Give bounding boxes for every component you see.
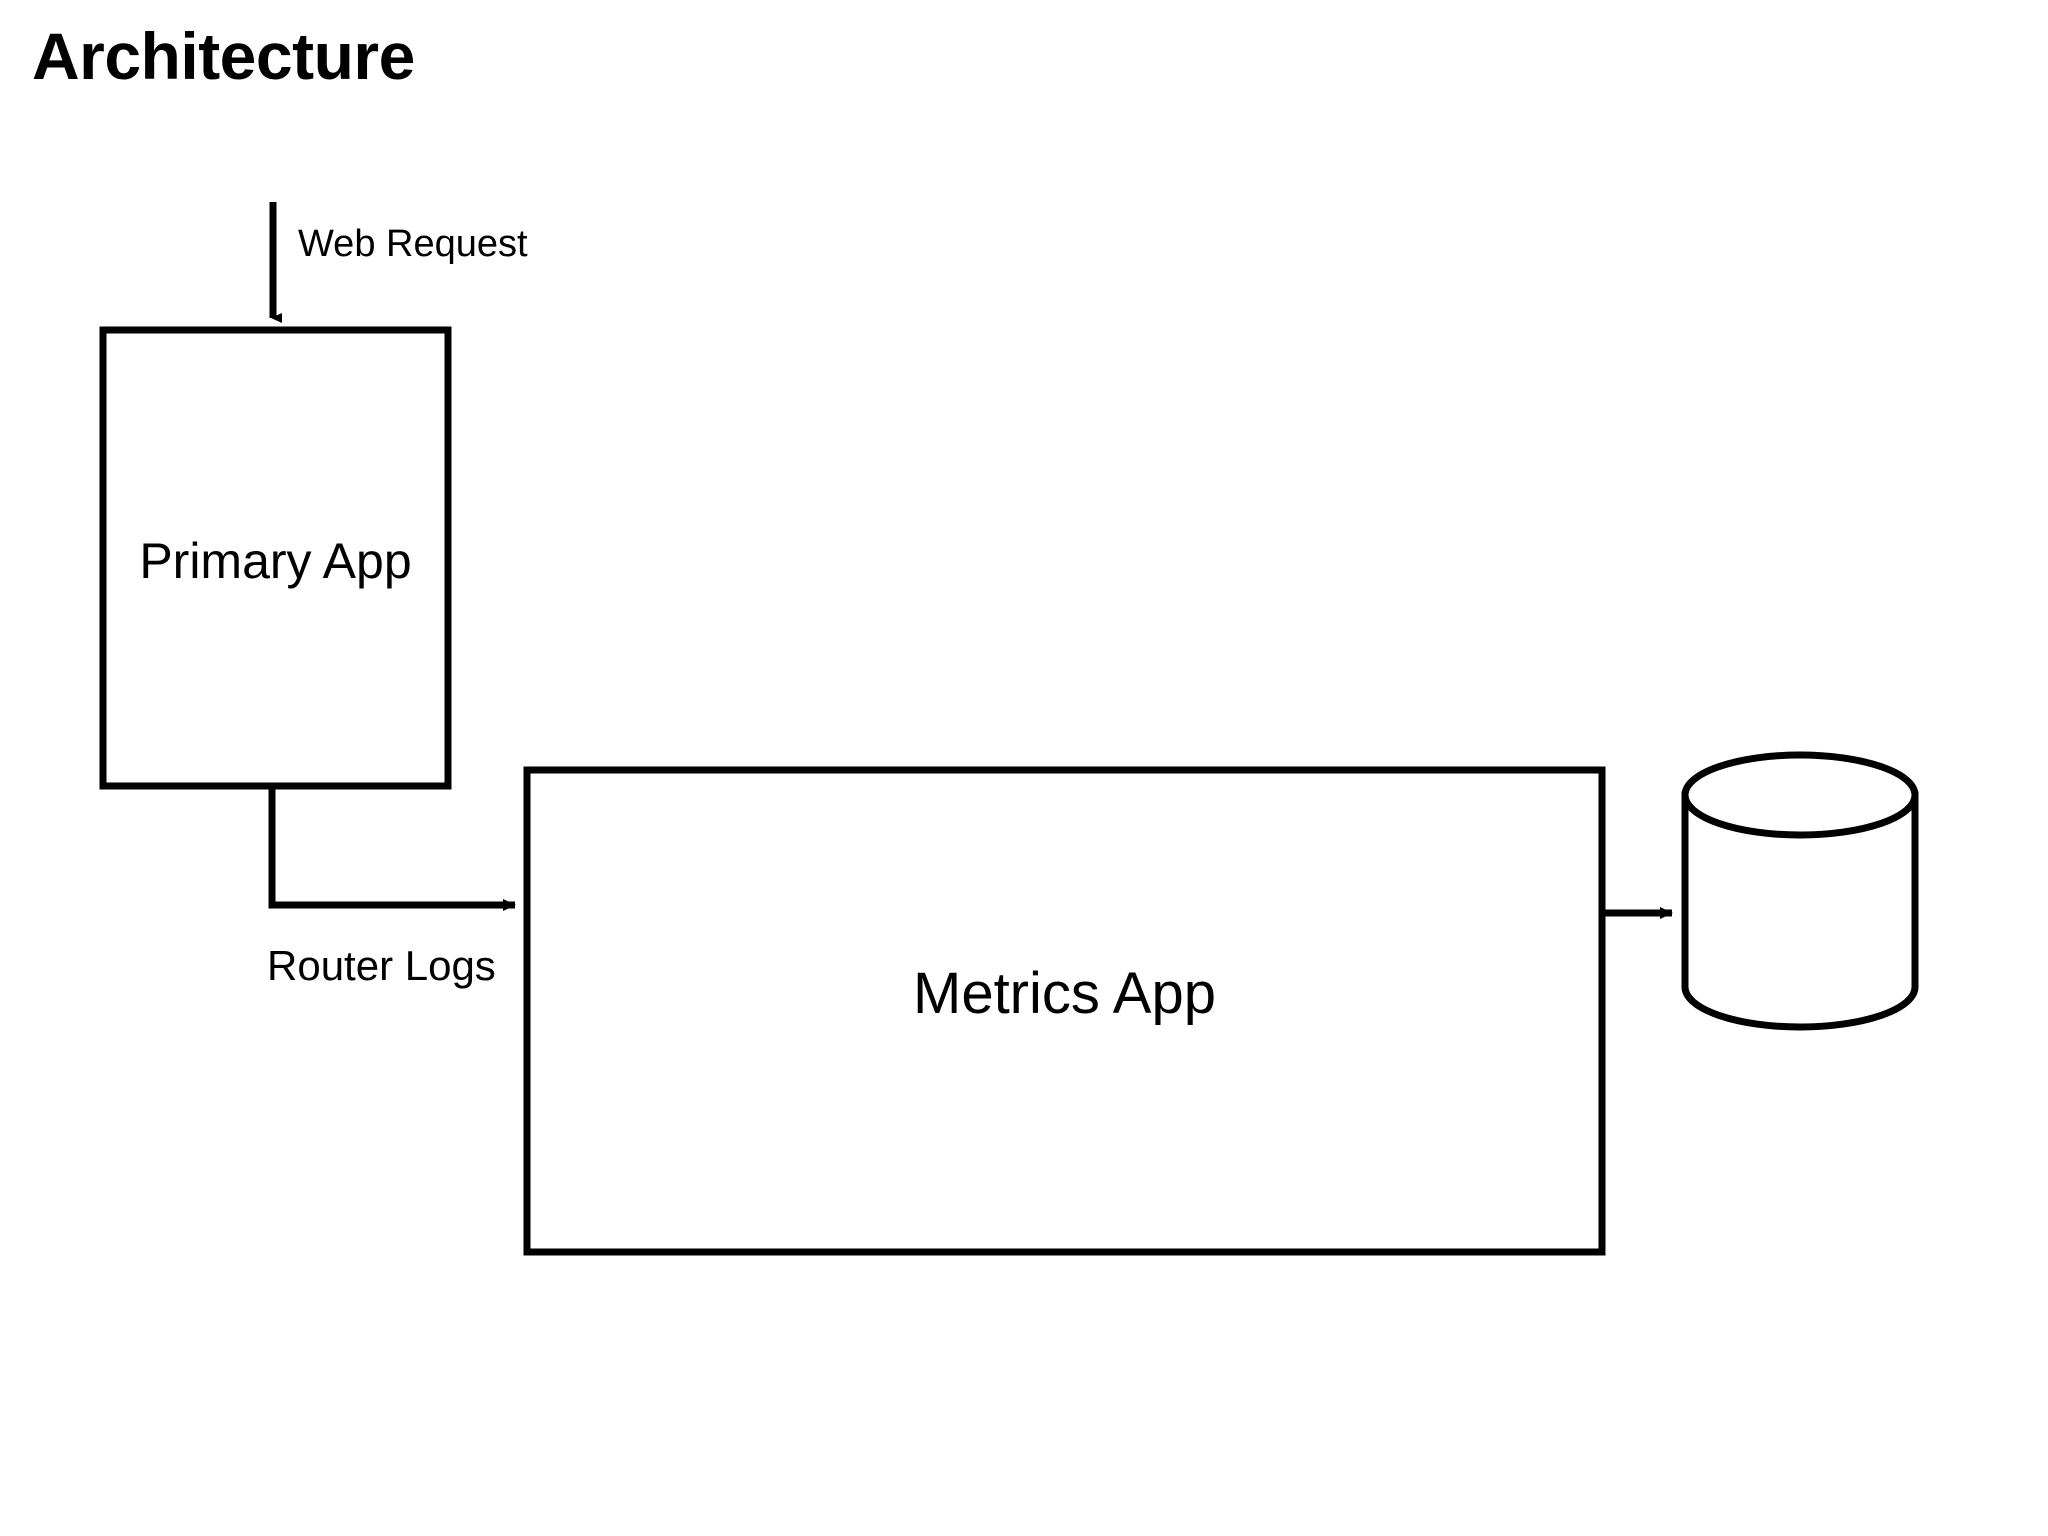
edge-router-logs-arrow (268, 786, 516, 911)
edge-web-request-label: Web Request (298, 223, 528, 265)
node-metrics-app-box[interactable] (523, 766, 1606, 1256)
node-metrics-app-label: Metrics App (913, 961, 1216, 1026)
node-primary-app-box[interactable] (99, 326, 452, 790)
page-title: Architecture (32, 19, 415, 93)
edge-router-logs-label: Router Logs (267, 942, 496, 989)
node-primary-app-label: Primary App (139, 533, 412, 589)
node-datastore-cylinder[interactable] (1681, 751, 1919, 1031)
